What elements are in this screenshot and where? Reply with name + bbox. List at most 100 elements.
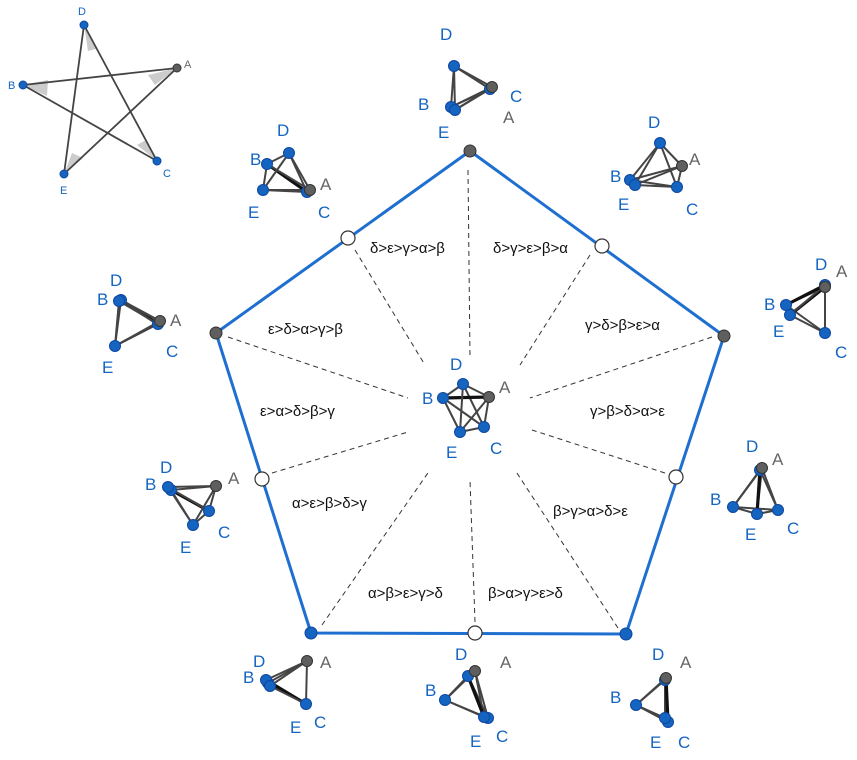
region-label: β>γ>α>δ>ε (553, 503, 628, 520)
config-edge (442, 395, 490, 400)
spoke-to-bottom-right-vertex (514, 469, 619, 629)
config-edge (629, 142, 661, 181)
config-point-b (162, 481, 174, 493)
config-edge (114, 323, 159, 347)
spoke-to-right-vertex (529, 336, 713, 399)
config-edge (761, 467, 779, 511)
config-label-b: B (418, 95, 429, 114)
spoke-to-left-vertex (227, 336, 409, 399)
config-point-b (439, 694, 451, 706)
config-label-e: E (470, 732, 481, 751)
config-edge (755, 469, 762, 515)
config-label-c: C (678, 733, 690, 752)
config-label-e: E (773, 322, 784, 341)
pentagon-vertex-left (209, 326, 223, 340)
config-label-c: C (686, 200, 698, 219)
spoke-to-upper-left-mid (354, 249, 426, 366)
config-edge (442, 397, 461, 433)
config-point-d (457, 378, 469, 390)
region-label: γ>δ>β>ε>α (585, 317, 660, 334)
spoke-to-upper-right-mid (519, 254, 591, 366)
star-edge-b-c (22, 84, 158, 162)
config-point-b (727, 501, 739, 513)
region-label: α>ε>β>δ>γ (292, 495, 367, 512)
config-label-e: E (290, 718, 301, 737)
config-label-e: E (180, 538, 191, 557)
config-label-a: A (228, 469, 240, 488)
star-edge-b-a (22, 67, 178, 86)
config-edge (634, 142, 661, 186)
star-point-d (79, 20, 89, 30)
config-point-c (478, 421, 490, 433)
config-label-c: C (490, 439, 502, 458)
config-label-a: A (500, 653, 512, 672)
config-point-a (483, 391, 495, 403)
config-edge (635, 679, 666, 706)
spoke-to-bottom-mid (469, 479, 476, 623)
config-label-a: A (680, 653, 692, 672)
config-label-c: C (318, 203, 330, 222)
config-point-a (210, 480, 222, 492)
star-point-a (172, 63, 182, 73)
config-point-a (301, 655, 313, 667)
star-angle-wedge-a (148, 68, 177, 85)
config-edge (659, 142, 678, 188)
star-edge-d-c (83, 24, 158, 162)
config-edge (305, 660, 308, 705)
config-label-e: E (248, 203, 259, 222)
region-label: δ>γ>ε>β>α (493, 240, 568, 257)
pentagon-midpoint-upper-left (340, 230, 356, 246)
star-edge-d-e (63, 24, 85, 175)
config-point-c (203, 505, 215, 517)
config-label-d: D (648, 113, 660, 132)
config-edge (453, 65, 493, 88)
config-edge (192, 485, 217, 526)
config-edge (262, 189, 308, 193)
config-label-d: D (440, 25, 452, 44)
config-edge (266, 163, 311, 191)
config-edge (120, 299, 161, 322)
config-point-e (449, 104, 461, 116)
config-label-b: B (250, 150, 261, 169)
pentagon-vertex-bottom-left (304, 626, 318, 640)
config-point-c (300, 698, 312, 710)
config-label-e: E (438, 123, 449, 142)
config-label-c: C (166, 342, 178, 361)
config-label-c: C (496, 727, 508, 746)
star-edge-a-e (63, 67, 178, 175)
config-point-a (486, 81, 498, 93)
config-point-a (304, 184, 316, 196)
config-edge (474, 670, 489, 719)
config-point-b (780, 299, 792, 311)
config-point-e (659, 712, 671, 724)
config-edge (269, 685, 307, 705)
config-point-e (109, 340, 121, 352)
pentagon-midpoint-upper-right (594, 238, 610, 254)
config-edge (785, 283, 826, 307)
config-label-a: A (499, 378, 511, 397)
config-label-e: E (446, 443, 457, 462)
config-label-d: D (253, 652, 265, 671)
config-label-c: C (835, 343, 847, 362)
region-label: ε>δ>α>γ>β (268, 321, 343, 338)
config-label-b: B (425, 681, 436, 700)
config-label-b: B (610, 688, 621, 707)
pentagon-midpoint-bottom (467, 625, 483, 641)
config-label-a: A (772, 450, 784, 469)
config-point-e (478, 711, 490, 723)
config-edge (444, 699, 485, 718)
config-label-e: E (650, 733, 661, 752)
config-point-a (676, 160, 688, 172)
config-label-d: D (652, 645, 664, 664)
config-label-a: A (320, 653, 332, 672)
config-point-e (264, 680, 276, 692)
config-point-a (154, 315, 166, 327)
config-label-a: A (320, 175, 332, 194)
config-edge (450, 65, 455, 108)
